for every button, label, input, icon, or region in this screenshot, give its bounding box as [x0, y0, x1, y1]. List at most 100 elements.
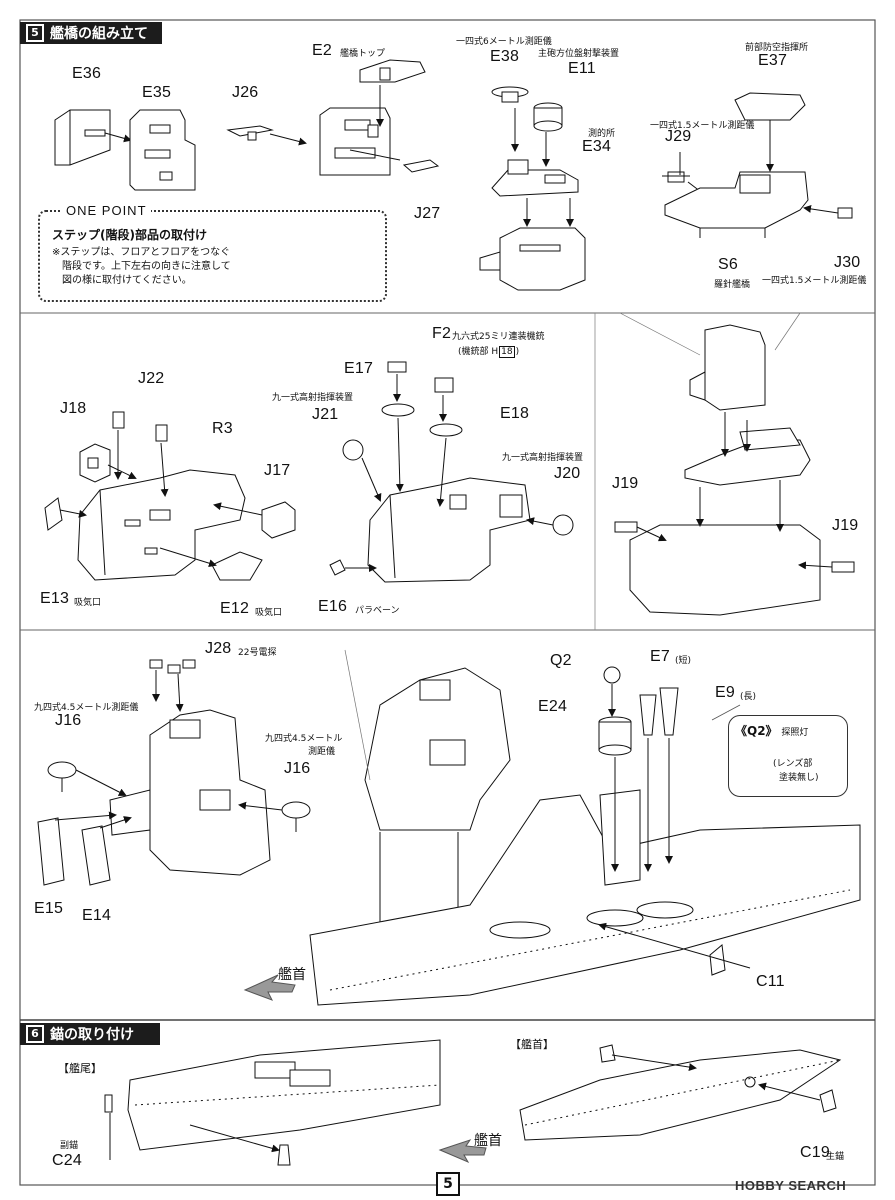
step5-header: 5 艦橋の組み立て [20, 22, 162, 44]
note-E9: (長) [740, 692, 757, 702]
label-J26: J26 [232, 84, 259, 101]
arrow [104, 132, 132, 143]
label-E2: E2 [312, 42, 332, 59]
body-line: 階段です。上下左右の向きに注意して [62, 261, 231, 272]
part-J16-right [281, 801, 311, 832]
note-S6: 羅針艦橋 [714, 280, 751, 290]
note-J30: 一四式1.5メートル測距儀 [762, 276, 867, 286]
one-point-heading: ステップ(階段)部品の取付け [52, 228, 207, 242]
bow-direction-arrow [438, 1139, 487, 1164]
label-E35: E35 [142, 84, 172, 101]
part-J22 [112, 411, 168, 442]
label-J18: J18 [60, 400, 87, 417]
arrow [99, 816, 132, 829]
part-E2-assembly [319, 107, 391, 176]
arrow [395, 417, 404, 492]
part-middle-assembly [367, 477, 531, 583]
label-E17: E17 [344, 360, 374, 377]
label-J22: J22 [138, 370, 165, 387]
arrow [611, 1054, 697, 1072]
part-R3-assembly [77, 469, 246, 581]
q2-box-title: 《Q2》 探照灯 [735, 724, 809, 738]
body-line: ※ステップは、フロアとフロアをつなぐ [52, 247, 231, 258]
label-E38: E38 [490, 48, 520, 65]
arrow [213, 502, 263, 516]
arrow [598, 922, 751, 969]
q2-lens-note-1: (レンズ部 [773, 759, 813, 769]
one-point-title: ONE POINT [62, 203, 151, 218]
part-J30 [837, 207, 853, 219]
arrow [436, 437, 447, 507]
part-J27 [402, 159, 440, 173]
part-E24 [598, 716, 632, 756]
part-J19-left [614, 521, 638, 533]
arrow [798, 561, 833, 570]
arrow [159, 547, 217, 568]
step-title: 錨の取り付け [50, 1027, 134, 1043]
label-J28: J28 [205, 640, 232, 657]
arrow [526, 517, 554, 526]
note-E7: (短) [675, 656, 692, 666]
arrow [175, 673, 184, 712]
arrow [189, 1124, 280, 1153]
part-E17 [381, 403, 415, 417]
part-C19 [599, 1044, 837, 1113]
part-S6 [664, 171, 809, 238]
part-E7 [639, 694, 657, 736]
note-E16: パラベーン [355, 606, 400, 616]
label-E16: E16 [318, 598, 348, 615]
label-E11: E11 [568, 60, 596, 77]
part-E11 [533, 102, 563, 132]
callout-line [344, 649, 371, 781]
label-stern: 【艦尾】 [58, 1062, 102, 1075]
note-E38: 一四式6メートル測距儀 [456, 37, 552, 47]
part-J29 [662, 171, 690, 183]
arrow [361, 457, 382, 502]
arrow [54, 811, 117, 821]
note-J16-left: 九四式4.5メートル測距儀 [34, 703, 139, 713]
note-E18: 九一式高射指揮装置 [502, 453, 584, 463]
label-J16-left: J16 [55, 712, 82, 729]
part-E12 [211, 551, 263, 581]
label-E7: E7 [650, 648, 670, 665]
part-J20 [552, 514, 574, 536]
label-F2: F2 [432, 325, 452, 342]
arrow [803, 204, 839, 214]
note-C24: 副錨 [60, 1141, 79, 1151]
label-E18: E18 [500, 405, 530, 422]
watermark-logo: HOBBY SEARCH [735, 1178, 847, 1193]
part-tower-assembly [109, 709, 271, 876]
label-E9: E9 [715, 684, 735, 701]
note-C19: 主錨 [826, 1152, 845, 1162]
label-E36: E36 [72, 65, 102, 82]
part-E2 [359, 59, 426, 83]
label-C24: C24 [52, 1152, 82, 1169]
callout-line [774, 312, 801, 351]
note-E12: 吸気口 [255, 608, 283, 618]
arrow [238, 801, 283, 811]
one-point-body: ※ステップは、フロアとフロアをつなぐ 階段です。上下左右の向きに注意して 図の様… [52, 246, 231, 288]
callout-line [619, 312, 701, 356]
note-E13: 吸気口 [74, 598, 102, 608]
q2-lens-note-2: 塗装無し) [779, 773, 819, 783]
label-R3: R3 [212, 420, 233, 437]
step6-header: 6 錨の取り付け [20, 1023, 160, 1045]
label-C19: C19 [800, 1144, 830, 1161]
note-J16-right-1: 九四式4.5メートル [265, 734, 343, 744]
label-J30: J30 [834, 254, 861, 271]
part-C24-anchor-left [104, 1094, 113, 1113]
arrow [160, 442, 169, 497]
label-E37: E37 [758, 52, 788, 69]
part-J16-left [47, 761, 77, 792]
part-E18 [429, 423, 463, 437]
arrow [349, 149, 401, 161]
part-ship-hull [309, 789, 861, 1006]
note-J29: 一四式1.5メートル測距儀 [650, 121, 755, 131]
part-C11 [709, 944, 726, 976]
label-bow-bracket: 【艦首】 [510, 1038, 554, 1051]
label-Q2: Q2 [550, 652, 572, 669]
step-title: 艦橋の組み立て [50, 26, 148, 42]
label-E24: E24 [538, 698, 568, 715]
label-E13: E13 [40, 590, 70, 607]
